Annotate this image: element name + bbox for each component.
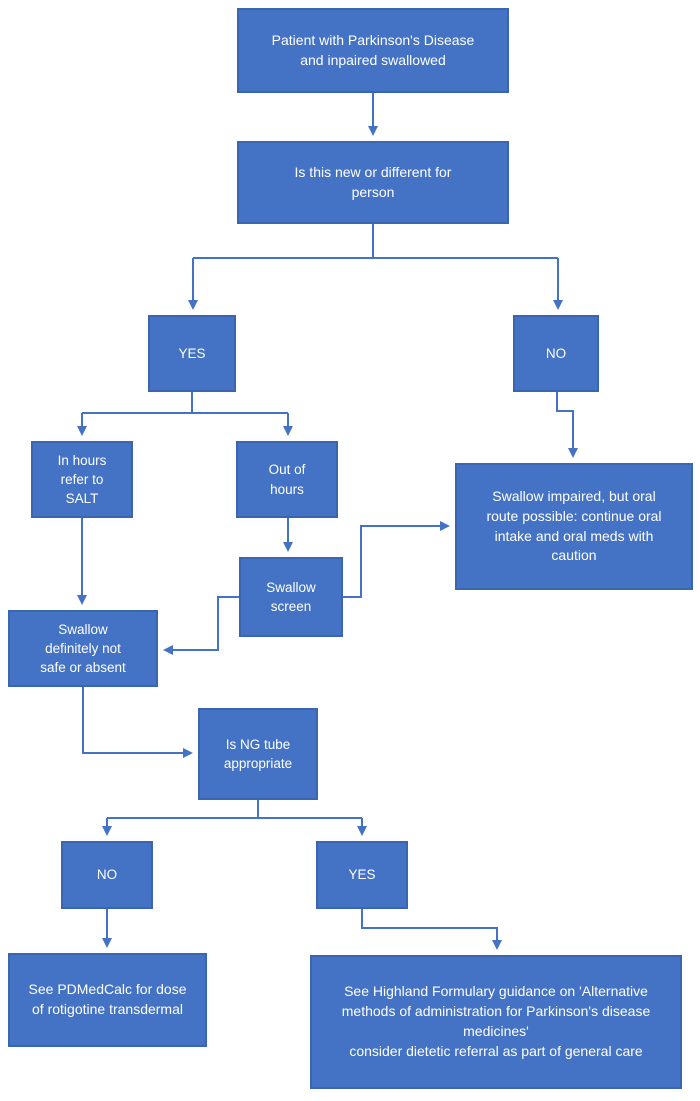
node-no-2: NO bbox=[61, 841, 153, 909]
edge-yes2-to-highland bbox=[361, 909, 502, 950]
edge-no-to-swallow-impaired bbox=[556, 392, 578, 458]
node-swallow-screen: Swallow screen bbox=[239, 557, 343, 637]
node-new-or-different: Is this new or different for person bbox=[237, 141, 509, 224]
node-no-1: NO bbox=[513, 315, 599, 392]
node-pdmedcalc: See PDMedCalc for dose of rotigotine tra… bbox=[8, 953, 207, 1047]
node-yes-1: YES bbox=[148, 315, 236, 392]
edge-ngtube-split bbox=[107, 800, 362, 819]
node-yes-2: YES bbox=[316, 841, 408, 909]
edge-screen-to-not-safe bbox=[163, 596, 239, 655]
node-swallow-not-safe: Swallow definitely not safe or absent bbox=[8, 610, 158, 687]
node-out-of-hours: Out of hours bbox=[236, 441, 338, 518]
edge-question-split bbox=[193, 224, 558, 259]
edge-not-safe-to-ngtube bbox=[82, 687, 193, 758]
edge-screen-to-swallow-impaired bbox=[343, 521, 450, 598]
node-swallow-impaired-oral: Swallow impaired, but oral route possibl… bbox=[455, 463, 693, 590]
node-ng-tube: Is NG tube appropriate bbox=[198, 708, 318, 800]
node-highland-formulary: See Highland Formulary guidance on 'Alte… bbox=[310, 955, 682, 1089]
node-in-hours-salt: In hours refer to SALT bbox=[31, 441, 133, 518]
edge-yes-split bbox=[82, 392, 288, 414]
node-patient: Patient with Parkinson's Disease and inp… bbox=[237, 8, 509, 93]
